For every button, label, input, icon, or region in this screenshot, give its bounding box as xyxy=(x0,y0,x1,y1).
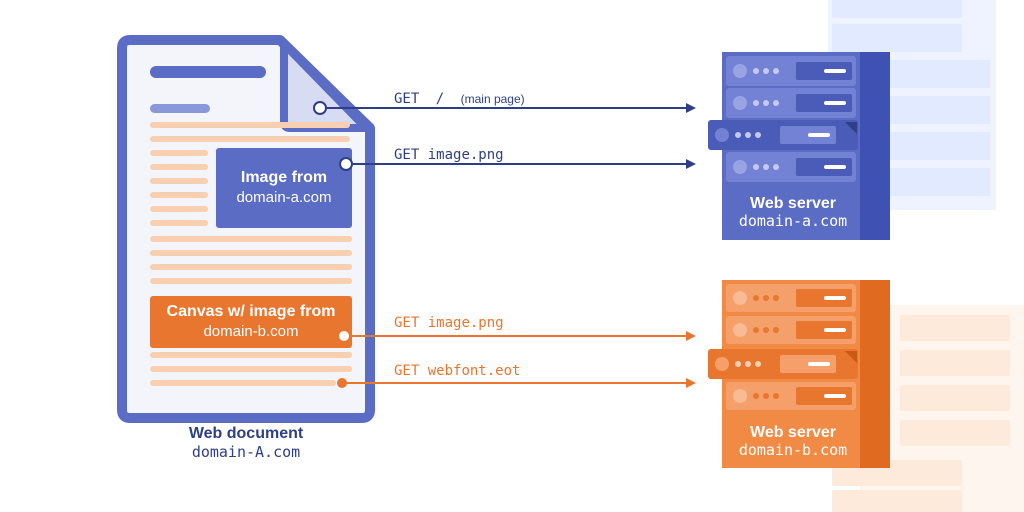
request-note: (main page) xyxy=(460,92,525,106)
server-b-title: Web server xyxy=(750,424,836,441)
request-method: GET xyxy=(394,363,420,379)
server-unit xyxy=(726,152,856,182)
server-unit xyxy=(726,316,856,344)
server-unit xyxy=(726,382,856,410)
document-caption-domain: domain-A.com xyxy=(191,443,301,461)
request-method: GET xyxy=(394,315,420,331)
canvas-box-domain: domain-b.com xyxy=(203,323,299,340)
request-label: GET image.png xyxy=(394,148,504,162)
request-method: GET xyxy=(394,91,420,107)
request-method: GET xyxy=(394,147,420,163)
server-unit-pulled-out xyxy=(708,349,858,379)
image-box-domain: domain-a.com xyxy=(236,189,332,206)
image-box-title: Image from xyxy=(240,169,328,186)
server-unit xyxy=(726,88,856,118)
server-a-domain: domain-a.com xyxy=(738,212,848,230)
server-unit xyxy=(726,56,856,86)
server-unit-pulled-out xyxy=(708,120,858,150)
request-path: image.png xyxy=(427,315,504,331)
server-a-title: Web server xyxy=(750,195,836,212)
request-path: image.png xyxy=(427,147,504,163)
request-label: GET webfont.eot xyxy=(394,364,520,378)
server-rack-orange xyxy=(708,280,890,468)
request-label: GET / (main page) xyxy=(394,92,525,106)
request-path: webfont.eot xyxy=(427,363,521,379)
document-caption-title: Web document xyxy=(188,425,304,442)
canvas-box-title: Canvas w/ image from xyxy=(166,303,336,320)
web-document-icon xyxy=(117,35,375,423)
request-label: GET image.png xyxy=(394,316,504,330)
server-rack-blue xyxy=(708,52,890,240)
server-b-domain: domain-b.com xyxy=(738,441,848,459)
request-arrows xyxy=(313,101,696,388)
request-path: / xyxy=(435,91,445,107)
server-unit xyxy=(726,284,856,312)
